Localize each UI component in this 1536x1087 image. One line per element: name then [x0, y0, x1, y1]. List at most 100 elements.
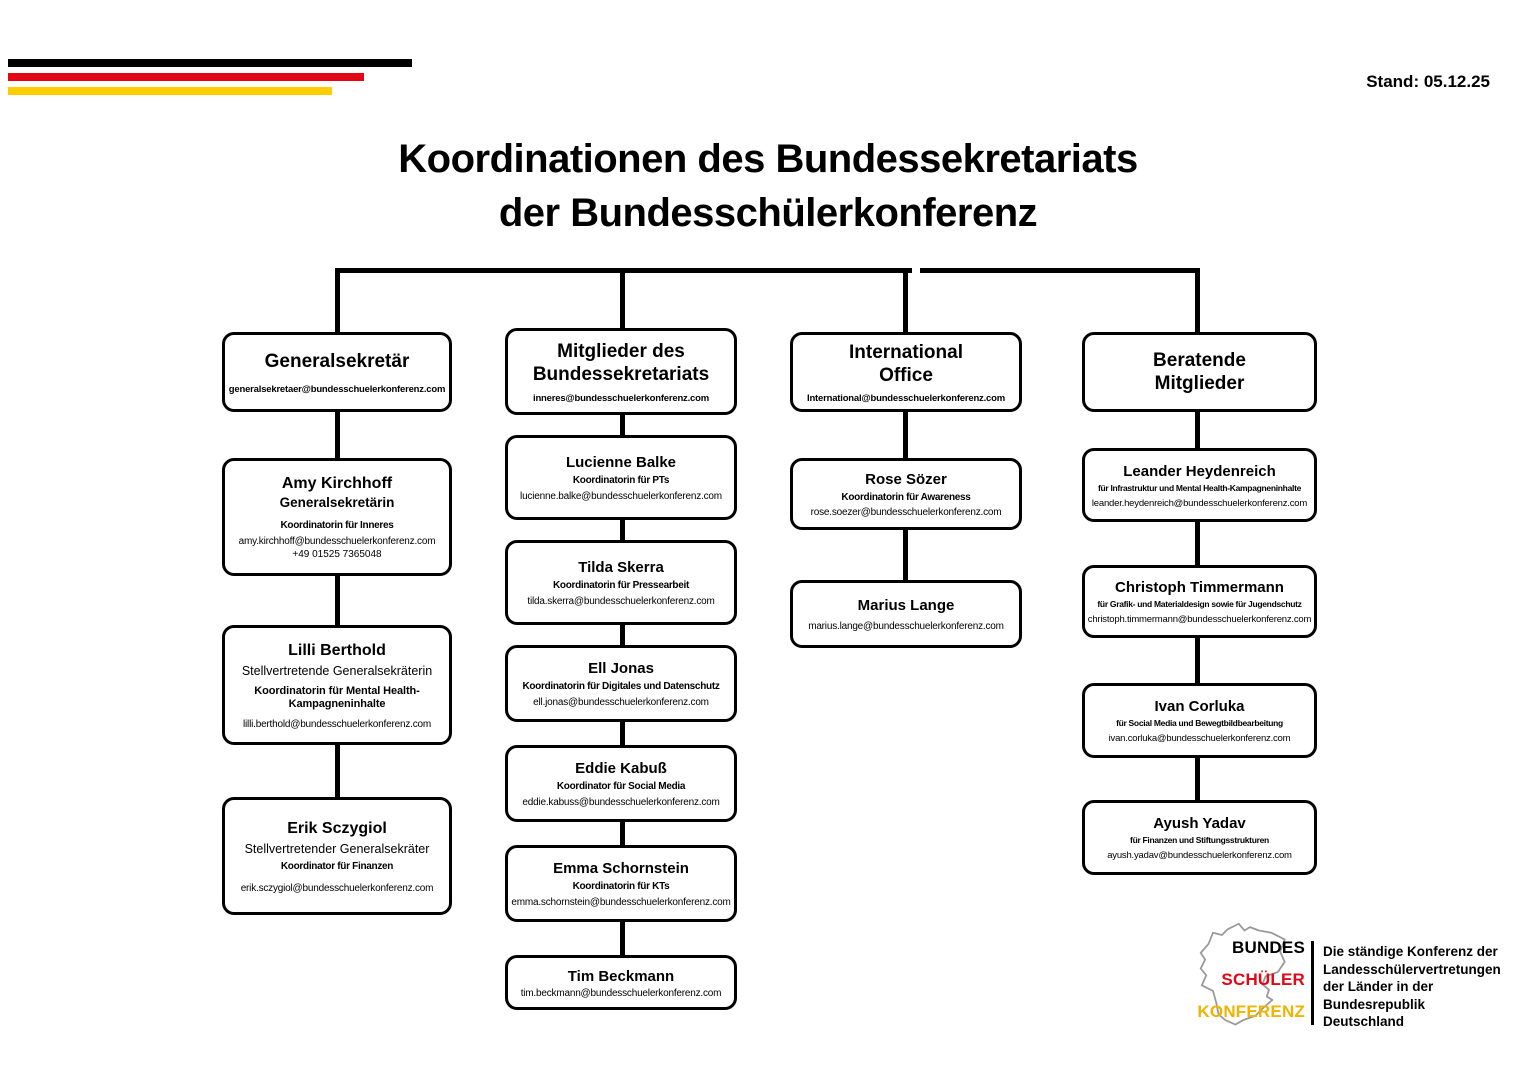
flag-stripe-gold	[8, 87, 332, 95]
person-sub-role: für Finanzen und Stiftungsstrukturen	[1130, 835, 1269, 845]
header-title-line1: Beratende	[1153, 350, 1246, 371]
person-role: Stellvertretender Generalsekräter	[244, 841, 430, 856]
person-box-tilda-skerra: Tilda Skerra Koordinatorin für Pressearb…	[505, 540, 737, 625]
page-title: Koordinationen des Bundessekretariats de…	[0, 132, 1536, 240]
header-title-line2: Office	[879, 364, 933, 386]
person-email: tilda.skerra@bundesschuelerkonferenz.com	[527, 596, 715, 607]
person-name: Lucienne Balke	[565, 454, 677, 471]
germany-map-outline-icon	[1199, 922, 1286, 1026]
person-name: Eddie Kabuß	[575, 760, 667, 777]
person-name: Erik Sczygiol	[287, 819, 387, 837]
column-header-mitglieder: Mitglieder des Bundessekretariats innere…	[505, 328, 737, 415]
connector-line	[903, 530, 908, 580]
connector-line	[335, 745, 340, 797]
person-email: leander.heydenreich@bundesschuelerkonfer…	[1091, 497, 1308, 509]
logo-divider	[1311, 941, 1314, 1025]
person-role: Stellvertretende Generalsekräterin	[241, 663, 433, 678]
person-sub-role: für Grafik- und Materialdesign sowie für…	[1097, 599, 1302, 609]
person-sub-role: Koordinatorin für Mental Health-Kampagne…	[254, 684, 420, 710]
person-box-ayush-yadav: Ayush Yadav für Finanzen und Stiftungsst…	[1082, 800, 1317, 875]
person-name: Ayush Yadav	[1153, 815, 1246, 832]
person-box-ivan-corluka: Ivan Corluka für Social Media und Bewegt…	[1082, 683, 1317, 758]
person-box-amy-kirchhoff: Amy Kirchhoff Generalsekretärin Koordina…	[222, 458, 452, 576]
person-email: ayush.yadav@bundesschuelerkonferenz.com	[1107, 850, 1292, 861]
person-sub-role: für Infrastruktur und Mental Health-Kamp…	[1097, 482, 1302, 493]
page-title-line2: der Bundesschülerkonferenz	[498, 191, 1038, 235]
person-sub-role: Koordinatorin für KTs	[572, 881, 670, 892]
logo-word-schueler: SCHÜLER	[1221, 970, 1305, 989]
person-role: Generalsekretärin	[279, 495, 395, 510]
connector-line	[920, 268, 1200, 273]
connector-line	[1195, 758, 1200, 800]
person-sub-role: für Social Media und Bewegtbildbearbeitu…	[1116, 718, 1283, 728]
connector-line	[620, 722, 625, 745]
connector-line	[1195, 412, 1200, 448]
person-sub-role: Koordinatorin für Pressearbeit	[552, 580, 690, 591]
header-email: generalsekretaer@bundesschuelerkonferenz…	[228, 383, 446, 395]
connector-line	[335, 576, 340, 625]
person-email: ivan.corluka@bundesschuelerkonferenz.com	[1108, 733, 1291, 744]
connector-line	[903, 412, 908, 458]
person-name: Leander Heydenreich	[1123, 462, 1276, 480]
person-email: lucienne.balke@bundesschuelerkonferenz.c…	[520, 491, 722, 502]
connector-line	[1195, 522, 1200, 565]
logo-tagline-line1: Die ständige Konferenz der	[1323, 944, 1498, 959]
logo-word-bundes: BUNDES	[1232, 938, 1305, 957]
person-name: Tilda Skerra	[578, 559, 664, 576]
header-title-line2: Mitglieder	[1154, 373, 1245, 394]
header-email: inneres@bundesschuelerkonferenz.com	[533, 392, 709, 404]
person-name: Marius Lange	[857, 597, 955, 614]
header-title: Generalsekretär	[264, 350, 410, 372]
connector-line	[335, 412, 340, 458]
person-sub-role: Koordinator für Finanzen	[280, 860, 394, 872]
person-email: emma.schornstein@bundesschuelerkonferenz…	[511, 897, 731, 908]
person-box-rose-soezer: Rose Sözer Koordinatorin für Awareness r…	[790, 458, 1022, 530]
page-title-line1: Koordinationen des Bundessekretariats	[398, 137, 1138, 181]
person-email: eddie.kabuss@bundesschuelerkonferenz.com	[522, 797, 720, 808]
person-box-ell-jonas: Ell Jonas Koordinatorin für Digitales un…	[505, 645, 737, 722]
person-email: marius.lange@bundesschuelerkonferenz.com	[808, 621, 1004, 632]
person-box-leander-heydenreich: Leander Heydenreich für Infrastruktur un…	[1082, 448, 1317, 522]
person-email: amy.kirchhoff@bundesschuelerkonferenz.co…	[238, 536, 436, 547]
logo-word-konferenz: KONFERENZ	[1197, 1002, 1305, 1021]
person-name: Ell Jonas	[588, 660, 654, 677]
person-name: Christoph Timmermann	[1115, 579, 1284, 596]
stand-date: Stand: 05.12.25	[1366, 72, 1490, 91]
column-header-international-office: International Office International@bunde…	[790, 332, 1022, 412]
person-name: Tim Beckmann	[567, 967, 675, 985]
connector-line	[1195, 268, 1200, 332]
person-sub-role: Koordinatorin für Awareness	[841, 492, 971, 503]
logo-tagline-line2: Landesschülervertretungen	[1323, 961, 1501, 977]
person-name: Rose Sözer	[865, 471, 947, 488]
person-email: tim.beckmann@bundesschuelerkonferenz.com	[520, 987, 722, 999]
person-box-lucienne-balke: Lucienne Balke Koordinatorin für PTs luc…	[505, 435, 737, 520]
person-email: erik.sczygiol@bundesschuelerkonferenz.co…	[240, 882, 434, 894]
person-name: Amy Kirchhoff	[281, 475, 393, 492]
bsk-logo: BUNDES SCHÜLER KONFERENZ Die ständige Ko…	[1185, 905, 1501, 1065]
person-email: christoph.timmermann@bundesschuelerkonfe…	[1087, 614, 1312, 625]
person-box-eddie-kabuss: Eddie Kabuß Koordinator für Social Media…	[505, 745, 737, 822]
person-name: Ivan Corluka	[1154, 698, 1245, 715]
person-email: lilli.berthold@bundesschuelerkonferenz.c…	[243, 718, 431, 730]
column-header-beratende-mitglieder: Beratende Mitglieder	[1082, 332, 1317, 412]
flag-stripe-red	[8, 73, 364, 81]
logo-tagline: Die ständige Konferenz der Landesschüler…	[1323, 943, 1501, 1031]
person-sub-role: Koordinatorin für Digitales und Datensch…	[522, 681, 720, 692]
logo-wordmark: BUNDES SCHÜLER KONFERENZ	[1185, 939, 1305, 1035]
connector-line	[620, 268, 625, 332]
flag-stripe-black	[8, 59, 412, 67]
logo-tagline-line3: der Länder in der	[1323, 979, 1434, 994]
header-email: International@bundesschuelerkonferenz.co…	[807, 392, 1005, 404]
connector-line	[903, 268, 908, 332]
person-sub-role: Koordinatorin für PTs	[572, 475, 670, 486]
person-box-erik-sczygiol: Erik Sczygiol Stellvertretender Generals…	[222, 797, 452, 915]
person-box-christoph-timmermann: Christoph Timmermann für Grafik- und Mat…	[1082, 565, 1317, 638]
person-box-marius-lange: Marius Lange marius.lange@bundesschueler…	[790, 580, 1022, 648]
connector-line	[1195, 638, 1200, 683]
person-box-emma-schornstein: Emma Schornstein Koordinatorin für KTs e…	[505, 845, 737, 922]
connector-line	[620, 822, 625, 845]
connector-line	[620, 922, 625, 955]
column-header-generalsekretaer: Generalsekretär generalsekretaer@bundess…	[222, 332, 452, 412]
person-box-tim-beckmann: Tim Beckmann tim.beckmann@bundesschueler…	[505, 955, 737, 1010]
